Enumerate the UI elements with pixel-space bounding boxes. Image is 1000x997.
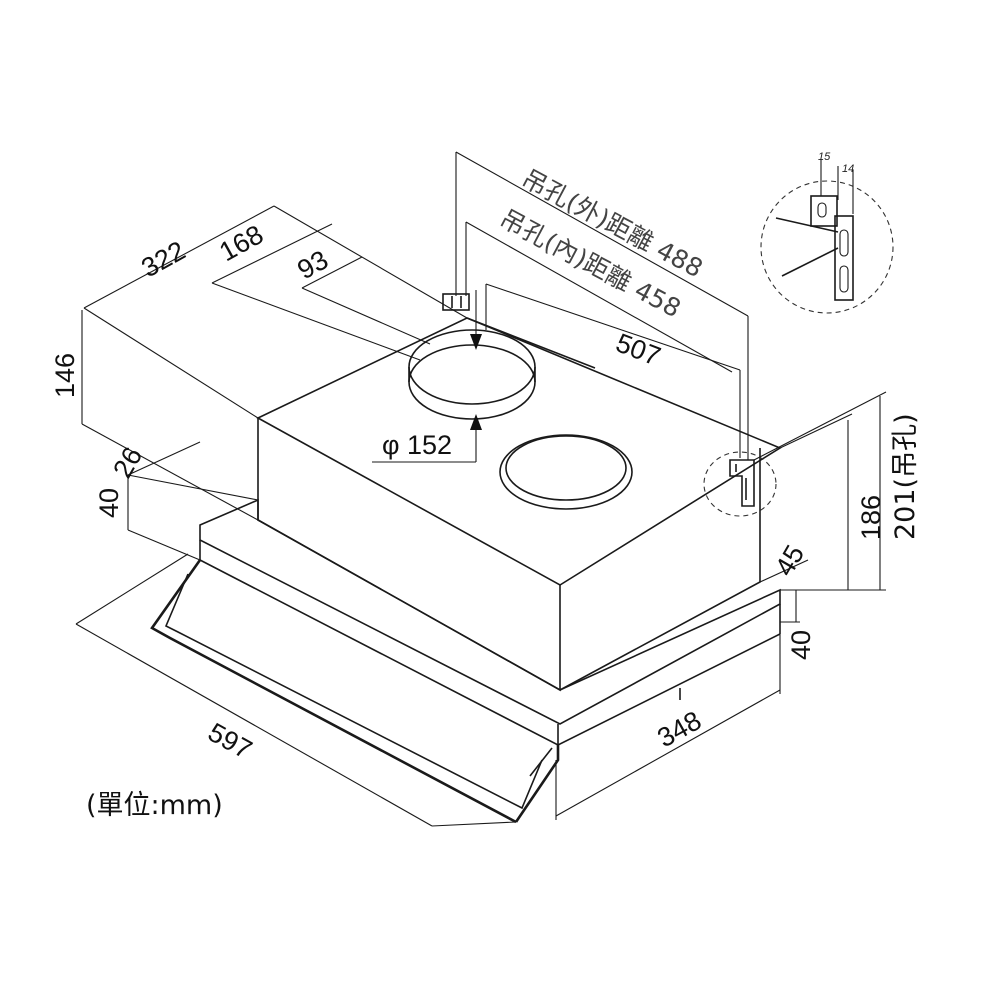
dim-duct-label: φ 152 xyxy=(382,430,452,460)
detail-slot-1 xyxy=(817,202,827,218)
dim-93-line xyxy=(301,256,363,289)
dim-201-label: 201(吊孔) xyxy=(890,413,921,540)
bracket-detail-marker xyxy=(703,451,777,517)
hanger-bracket-left xyxy=(442,293,470,311)
dim-507: 507 xyxy=(485,283,741,458)
dim-186-label: 186 xyxy=(856,495,886,540)
motor-inner-ellipse xyxy=(505,435,627,501)
dim-597-ext-right xyxy=(431,821,517,827)
dim-348-line xyxy=(555,689,781,817)
duct-outer-ellipse xyxy=(408,329,536,405)
dim-168-ext xyxy=(211,282,421,361)
dim-26-label: 26 xyxy=(107,442,148,483)
dim-168-label: 168 xyxy=(214,219,268,267)
upper-body xyxy=(256,317,782,692)
dim-93: 93 xyxy=(292,244,431,345)
detail-slot-3 xyxy=(839,265,849,293)
panel-inner-edge xyxy=(529,747,553,777)
duct-lower-ellipse xyxy=(408,344,536,420)
upper-body-right-face xyxy=(559,448,761,691)
bracket-dim-14: 14 xyxy=(842,163,854,175)
detail-bracket-top xyxy=(775,217,839,233)
duct-arrow-top-head xyxy=(470,334,482,350)
dim-348: 348 xyxy=(555,634,781,820)
dim-322-line xyxy=(83,205,275,309)
dim-45-line xyxy=(759,559,809,583)
dim-hanger-outer: 吊孔(外)距離 488 xyxy=(455,151,749,460)
dim-348-label: 348 xyxy=(652,705,706,753)
dim-146-ext xyxy=(81,423,259,521)
dim-168: 168 xyxy=(211,219,421,361)
dim-597-ext-left xyxy=(75,553,189,625)
panel-outline-left xyxy=(150,559,517,824)
unit-note: (單位:mm) xyxy=(86,790,223,821)
panel-inner-left xyxy=(164,573,543,810)
dim-507-label: 507 xyxy=(612,328,665,372)
dim-26-40-left: 26 40 xyxy=(94,441,259,561)
duct-arrow-bottom-head xyxy=(470,414,482,430)
dim-322-ext-lower xyxy=(83,307,259,419)
dim-186-ext-top xyxy=(779,413,853,449)
detail-slot-2 xyxy=(839,229,849,257)
dim-597-line xyxy=(75,623,433,827)
dim-93-label: 93 xyxy=(292,244,333,285)
dim-hanger-outer-line xyxy=(455,151,749,317)
dim-40-left-ext xyxy=(127,529,201,561)
dim-40-right-label: 40 xyxy=(786,630,816,660)
dim-146: 146 xyxy=(50,310,259,521)
front-panel xyxy=(150,559,560,824)
dim-597-label: 597 xyxy=(203,717,257,765)
bracket-dim-15: 15 xyxy=(818,151,831,163)
bracket-left-body xyxy=(442,293,470,311)
dim-40-left-label: 40 xyxy=(94,488,124,518)
duct-collar xyxy=(408,329,536,420)
dim-201-ext-top xyxy=(753,391,887,461)
dim-26-ext xyxy=(127,474,259,501)
dim-93-ext xyxy=(301,287,431,345)
dim-40-45-right: 40 45 xyxy=(759,540,816,660)
detail-bracket-flange xyxy=(810,195,838,227)
dim-146-label: 146 xyxy=(50,353,80,398)
panel-outline-right xyxy=(514,745,560,823)
dim-duct-diameter: φ 152 xyxy=(372,290,482,463)
dim-hanger-inner-line xyxy=(465,221,733,373)
chassis-plate xyxy=(199,498,781,725)
motor-outer-ellipse xyxy=(499,434,633,510)
dim-168-line xyxy=(211,223,333,284)
dim-507-line xyxy=(485,283,741,371)
motor-opening xyxy=(499,434,633,510)
detail-bracket-bottom xyxy=(781,247,839,277)
top-back-edge xyxy=(466,317,596,369)
bracket-detail-circle xyxy=(760,180,894,314)
dim-186-201: 186 201(吊孔) xyxy=(753,391,921,591)
bracket-detail-callout: 15 14 xyxy=(760,151,894,314)
dim-322-ext-upper xyxy=(273,205,468,319)
dim-26-line xyxy=(127,441,201,476)
detail-bracket-arm xyxy=(834,215,854,301)
